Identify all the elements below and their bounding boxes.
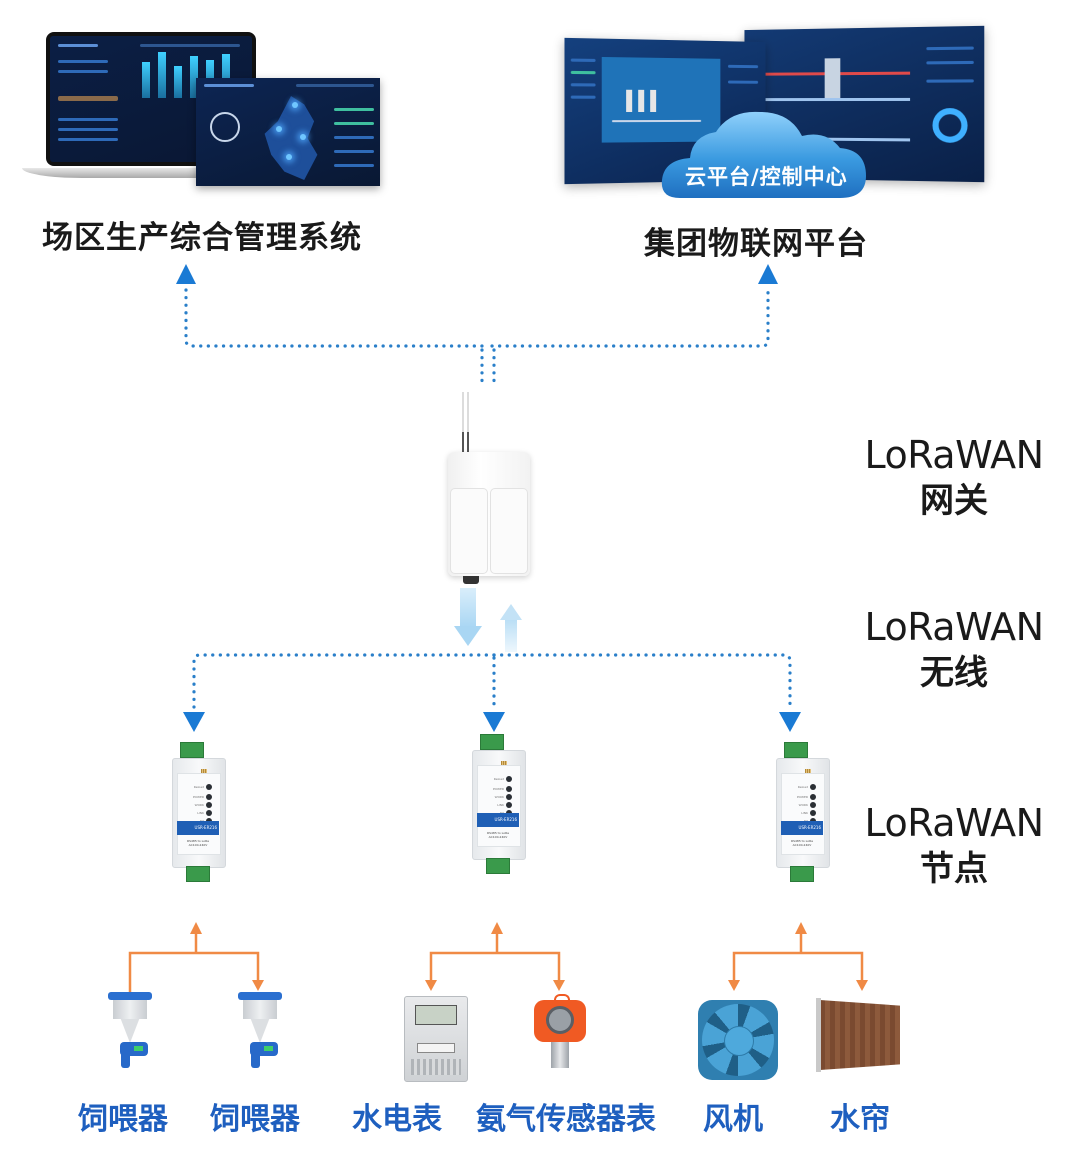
control-center-screen-back (744, 25, 985, 183)
node-spec: RS485 to LoRa AC100-240V (177, 839, 219, 847)
device-label-meter: 水电表 (352, 1102, 442, 1137)
water-curtain-icon (816, 998, 900, 1072)
node-spec: RS485 to LoRa AC100-240V (781, 839, 823, 847)
wired-node-1 (128, 932, 260, 992)
layer-label-en: LoRaWAN (864, 801, 1044, 845)
led-label: WORK (494, 795, 504, 799)
led-label: LINK (801, 811, 808, 815)
arrow-down-node-1-icon (183, 712, 205, 732)
node-model-label: USR-ER216 (477, 813, 519, 827)
uplink-to-cloud-platform (490, 288, 770, 348)
utility-meter-icon (404, 996, 468, 1082)
arrow-down-curtain-icon (856, 980, 868, 991)
node-case: Reload POWER WORK LINK RX TX USR-ER216 R… (472, 750, 526, 860)
layer-label-gateway: LoRaWAN 网关 (854, 432, 1054, 522)
layer-label-zh: 无线 (920, 652, 988, 693)
device-label-ammonia: 氨气传感器表 (476, 1102, 656, 1137)
terminal-block-top (180, 742, 204, 758)
node-model-label: USR-ER216 (781, 821, 823, 835)
device-label-fan: 风机 (703, 1102, 763, 1137)
gateway-antenna-icon (462, 392, 469, 454)
laptop-base (22, 168, 282, 178)
node-spec-line: RS485 to LoRa (487, 831, 509, 835)
lora-link-node-1 (192, 653, 496, 712)
gateway-panel-left (450, 488, 488, 574)
wired-node-3 (732, 932, 864, 982)
led-label: Reload (797, 785, 808, 789)
lora-wireless-lines (192, 653, 792, 712)
device-label-curtain: 水帘 (830, 1102, 890, 1137)
group-iot-platform-title: 集团物联网平台 (644, 226, 868, 262)
layer-label-zh: 节点 (920, 848, 988, 889)
layer-label-zh: 网关 (920, 480, 988, 521)
arrow-up-cloud-platform-icon (758, 264, 778, 284)
led-label: LINK (497, 803, 504, 807)
feeder-icon (238, 992, 282, 1072)
wireless-beam-icon (454, 588, 522, 652)
lorawan-node-2: Reload POWER WORK LINK RX TX USR-ER216 R… (472, 734, 526, 874)
node-model-label: USR-ER216 (177, 821, 219, 835)
gateway-panel-right (490, 488, 528, 574)
node-spec: RS485 to LoRa AC100-240V (477, 831, 519, 839)
arrow-down-node-2-icon (483, 712, 505, 732)
rs485-wired-lines (128, 932, 864, 992)
arrow-up-farm-system-icon (176, 264, 196, 284)
lora-link-node-3 (492, 653, 792, 712)
led-label: WORK (798, 803, 808, 807)
ammonia-sensor-icon (532, 994, 588, 1070)
led-label: Reload (493, 777, 504, 781)
feeder-icon (108, 992, 152, 1072)
node-spec-line: AC100-240V (188, 843, 208, 847)
node-spec-line: AC100-240V (488, 835, 508, 839)
device-label-feeder-2: 饲喂器 (210, 1102, 300, 1137)
terminal-block-bottom (790, 866, 814, 882)
terminal-block-bottom (186, 866, 210, 882)
arrow-up-node-3-icon (795, 922, 807, 934)
led-label: Reload (193, 785, 204, 789)
map-dashboard-panel (196, 78, 380, 186)
terminal-block-bottom (486, 858, 510, 874)
farm-management-system-title: 场区生产综合管理系统 (42, 220, 362, 256)
layer-label-wireless: LoRaWAN 无线 (854, 604, 1054, 694)
node-spec-line: RS485 to LoRa (791, 839, 813, 843)
uplink-to-farm-system (184, 288, 484, 348)
led-label: POWER (796, 795, 808, 799)
fan-icon (698, 1000, 778, 1080)
uplink-dotted-lines (184, 288, 770, 386)
led-label: WORK (194, 803, 204, 807)
led-label: POWER (492, 787, 504, 791)
lorawan-node-3: Reload POWER WORK LINK RX TX USR-ER216 R… (776, 742, 830, 882)
arrow-up-node-2-icon (491, 922, 503, 934)
lorawan-node-1: Reload POWER WORK LINK RX TX USR-ER216 R… (172, 742, 226, 882)
terminal-block-top (784, 742, 808, 758)
arrow-up-node-1-icon (190, 922, 202, 934)
arrow-down-ammonia-icon (553, 980, 565, 991)
led-label: LINK (197, 811, 204, 815)
wired-arrowheads (190, 922, 868, 991)
arrow-down-feeder-2-icon (252, 980, 264, 991)
node-case: Reload POWER WORK LINK RX TX USR-ER216 R… (172, 758, 226, 868)
gateway-port (463, 576, 479, 584)
layer-label-node: LoRaWAN 节点 (854, 800, 1054, 890)
wired-node-2 (429, 932, 561, 982)
terminal-block-top (480, 734, 504, 750)
node-case: Reload POWER WORK LINK RX TX USR-ER216 R… (776, 758, 830, 868)
arrow-down-meter-icon (425, 980, 437, 991)
node-spec-line: AC100-240V (792, 843, 812, 847)
arrow-down-node-3-icon (779, 712, 801, 732)
cloud-platform-badge: 云平台/控制中心 (685, 165, 848, 189)
arrow-down-fan-icon (728, 980, 740, 991)
layer-label-en: LoRaWAN (864, 605, 1044, 649)
lorawan-gateway-icon (448, 452, 530, 576)
layer-label-en: LoRaWAN (864, 433, 1044, 477)
led-label: POWER (192, 795, 204, 799)
node-spec-line: RS485 to LoRa (187, 839, 209, 843)
device-label-feeder-1: 饲喂器 (78, 1102, 168, 1137)
